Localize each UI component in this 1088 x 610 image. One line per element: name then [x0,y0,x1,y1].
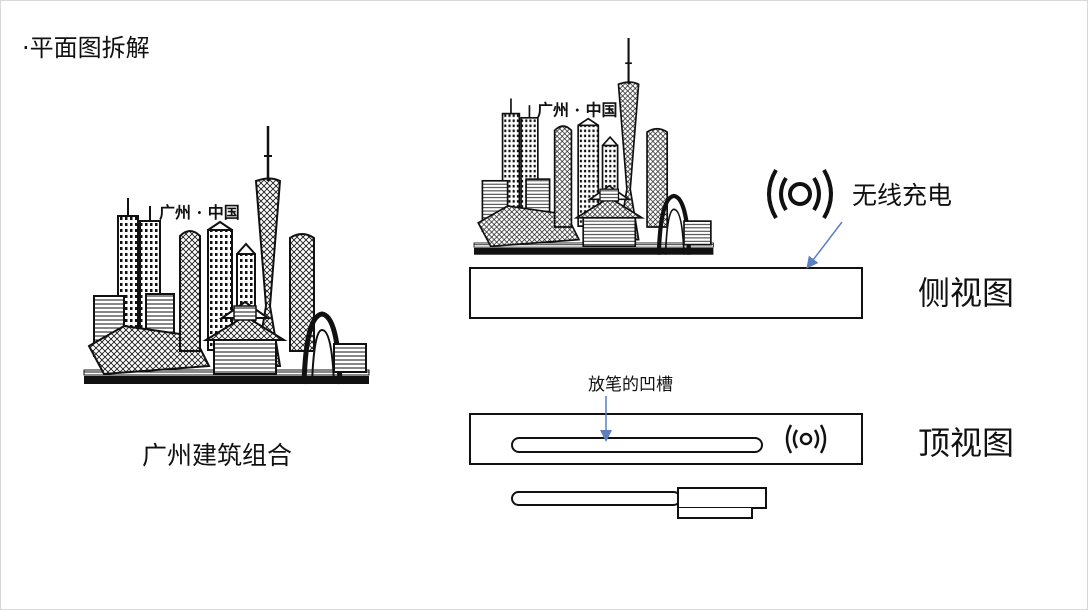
page-title: ·平面图拆解 [22,34,150,62]
wireless-charging-arrow [806,221,843,269]
pen-groove [511,437,763,453]
side-view-base [469,267,863,319]
side-view-label: 侧视图 [918,274,1015,312]
wireless-charging-label: 无线充电 [852,181,953,210]
pen-icon [511,487,767,519]
skyline-text-small: 广州 · 中国 [537,100,617,119]
pen-groove-label: 放笔的凹槽 [588,375,673,395]
wireless-charging-icon [767,168,833,220]
wireless-charging-icon-small [785,424,827,454]
skyline-illustration-large: 广州 · 中国 [84,126,369,384]
skyline-caption: 广州建筑组合 [142,441,293,470]
skyline-text-large: 广州 · 中国 [159,203,240,222]
top-view-label: 顶视图 [918,424,1015,462]
skyline-illustration-small: 广州 · 中国 [474,38,713,255]
